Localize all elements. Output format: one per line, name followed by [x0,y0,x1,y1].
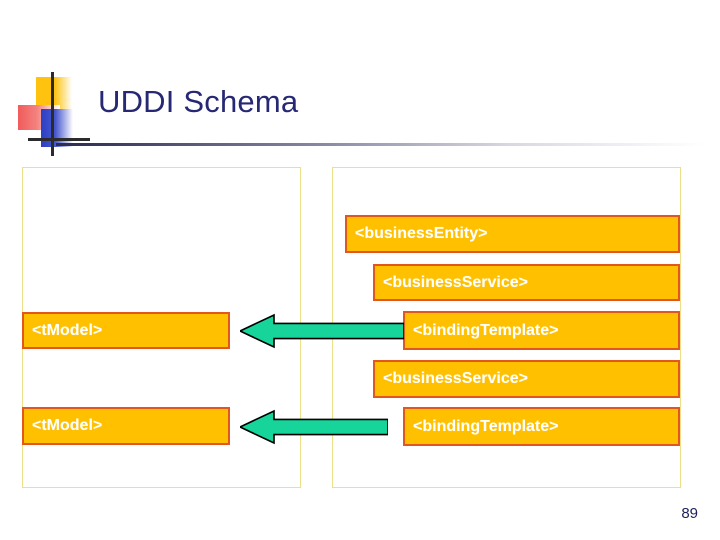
node-box-businessentity[interactable]: <businessEntity> [345,215,680,253]
arrow-bindingtemplate-to-tmodel-1 [240,313,404,349]
logo-vertical-bar [51,72,54,156]
node-box-businessservice[interactable]: <businessService> [373,360,680,398]
title-divider [56,143,704,146]
logo-horizontal-bar [28,138,90,141]
node-box-businessservice[interactable]: <businessService> [373,264,680,301]
page-title: UDDI Schema [98,84,299,119]
logo-blue-square [41,109,73,147]
page-number: 89 [681,505,698,522]
arrow-bindingtemplate-to-tmodel-2 [240,409,388,445]
node-box-tmodel[interactable]: <tModel> [22,312,230,349]
node-box-tmodel[interactable]: <tModel> [22,407,230,445]
decorative-logo [18,72,90,156]
node-box-bindingtemplate[interactable]: <bindingTemplate> [403,311,680,350]
node-box-bindingtemplate[interactable]: <bindingTemplate> [403,407,680,446]
